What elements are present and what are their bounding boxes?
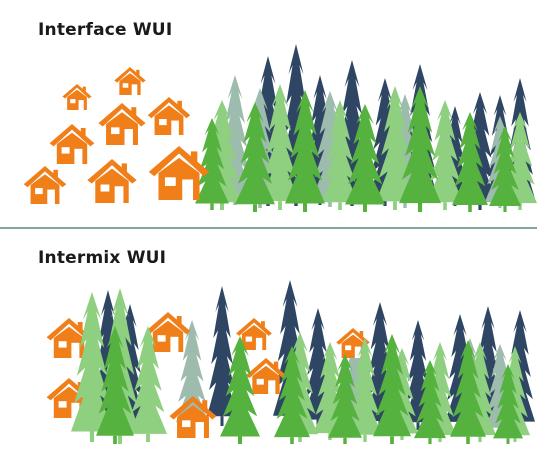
tree-icon [285,90,325,212]
intermix-wui-scene [46,280,535,444]
tree-icon [235,102,275,212]
intermix-wui-panel: Intermix WUI [0,230,537,454]
tree-icon [195,118,229,210]
interface-wui-heading: Interface WUI [38,20,173,40]
tree-icon [493,364,523,444]
interface-wui-panel: Interface WUI [23,20,537,212]
interface-forest [195,44,537,212]
house-icon [245,358,287,394]
house-icon [87,159,137,203]
tree-icon [322,100,358,210]
tree-icon [71,292,113,442]
tree-icon [328,354,362,444]
tree-icon [452,112,488,212]
tree-icon [129,326,167,442]
tree-icon [450,340,486,444]
tree-icon [274,346,310,444]
tree-icon [399,86,441,212]
tree-icon [414,360,446,444]
intermix-wui-heading: Intermix WUI [38,248,167,268]
tree-icon [261,84,299,210]
intermix-front-forest [71,288,530,444]
house-icon [147,97,191,135]
house-icon [46,318,92,358]
house-icon [148,146,210,200]
tree-icon [96,326,134,444]
panel-divider [0,227,537,229]
house-icon [62,84,92,110]
tree-icon [345,104,385,212]
tree-icon [489,126,521,212]
tree-icon [373,334,411,444]
intermix-houses [46,312,370,438]
tree-icon [220,336,260,444]
house-icon [114,67,146,95]
tree-icon [376,86,414,210]
house-icon [336,328,370,358]
interface-houses [23,67,210,204]
house-icon [169,396,217,438]
tree-icon [207,286,237,426]
house-icon [236,318,272,350]
house-icon [23,166,67,204]
tree-icon [348,338,382,442]
interface-wui-scene [23,44,537,212]
house-icon [49,124,95,164]
house-icon [98,103,146,145]
